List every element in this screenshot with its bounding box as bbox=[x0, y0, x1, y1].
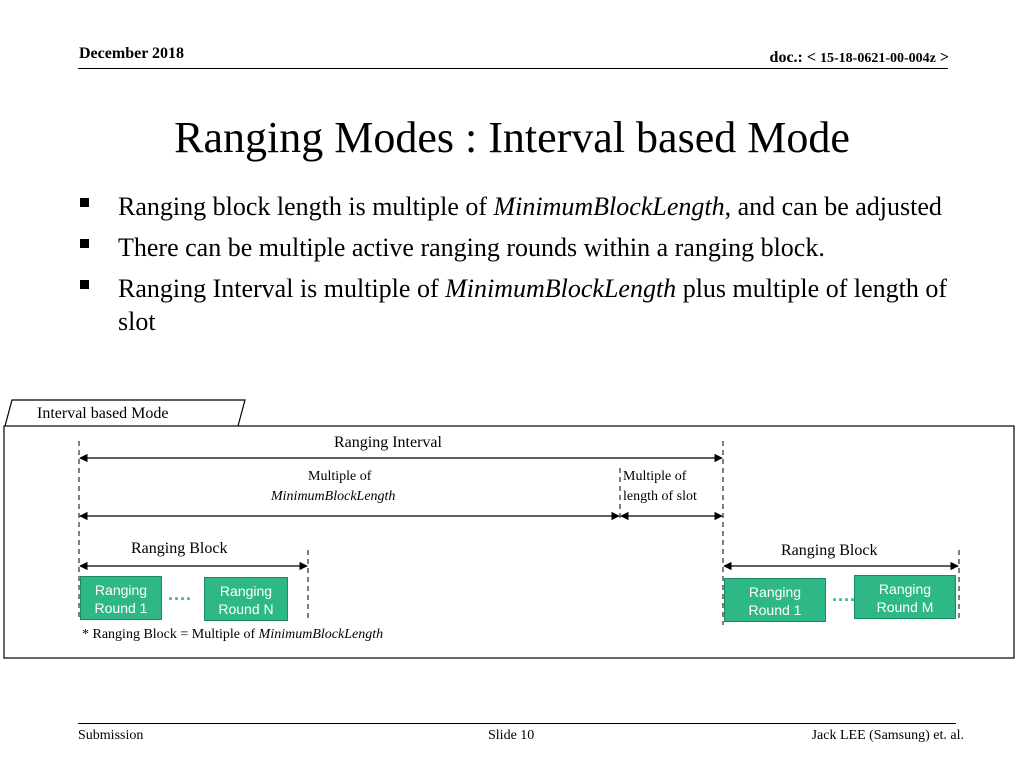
ellipsis-dots: .... bbox=[832, 585, 857, 605]
length-of-slot-label: length of slot bbox=[623, 489, 697, 504]
right-ranging-block-label: Ranging Block bbox=[781, 542, 878, 559]
header-doc-number: doc.: < 15-18-0621-00-004z > bbox=[770, 49, 949, 67]
round-label-line: Round 1 bbox=[94, 600, 148, 616]
footer-divider bbox=[78, 723, 956, 724]
bullet-item: Ranging Interval is multiple of MinimumB… bbox=[78, 272, 958, 338]
left-ranging-block-label: Ranging Block bbox=[131, 540, 228, 557]
bullet-italic-text: MinimumBlockLength bbox=[445, 274, 677, 303]
ellipsis-dots: .... bbox=[168, 584, 193, 604]
diagram-tab-outline bbox=[4, 399, 246, 427]
ranging-round-box: Ranging Round 1 bbox=[80, 576, 162, 620]
round-label-line: Ranging bbox=[219, 583, 273, 599]
diagram-footnote: * Ranging Block = Multiple of MinimumBlo… bbox=[82, 627, 383, 643]
mode-tab-label: Interval based Mode bbox=[37, 405, 169, 422]
bullet-list: Ranging block length is multiple of Mini… bbox=[78, 190, 958, 346]
round-label-line: Ranging bbox=[94, 582, 148, 598]
bullet-item: There can be multiple active ranging rou… bbox=[78, 231, 958, 264]
ranging-round-box: Ranging Round M bbox=[854, 575, 956, 619]
multiple-of-slot-label: Multiple of bbox=[623, 469, 687, 484]
min-block-length-label: MinimumBlockLength bbox=[271, 489, 396, 504]
round-label-line: Ranging bbox=[878, 581, 932, 597]
doc-suffix: > bbox=[939, 49, 949, 66]
bullet-text-end: plus multiple of length of slot bbox=[118, 274, 947, 336]
bullet-text: Ranging Interval is multiple of bbox=[118, 274, 446, 303]
round-label-line: Round M bbox=[876, 599, 934, 615]
footer-submission: Submission bbox=[78, 728, 144, 743]
round-label-line: Round 1 bbox=[748, 602, 802, 618]
square-bullet-icon bbox=[80, 280, 89, 289]
multiple-of-label: Multiple of bbox=[308, 469, 372, 484]
header-divider bbox=[78, 68, 948, 69]
footnote-italic-text: MinimumBlockLength bbox=[258, 627, 384, 642]
square-bullet-icon bbox=[80, 239, 89, 248]
ranging-interval-label: Ranging Interval bbox=[334, 434, 442, 451]
footnote-text: * Ranging Block = Multiple of bbox=[82, 627, 259, 642]
doc-prefix: doc.: < bbox=[769, 49, 816, 66]
bullet-item: Ranging block length is multiple of Mini… bbox=[78, 190, 958, 223]
ranging-round-box: Ranging Round N bbox=[204, 577, 288, 621]
round-label-line: Round N bbox=[218, 601, 274, 617]
square-bullet-icon bbox=[80, 198, 89, 207]
slide-title: Ranging Modes : Interval based Mode bbox=[174, 113, 850, 162]
bullet-italic-text: MinimumBlockLength bbox=[493, 192, 725, 221]
header-date: December 2018 bbox=[79, 45, 184, 62]
bullet-text-end: , and can be adjusted bbox=[724, 192, 942, 221]
round-label-line: Ranging bbox=[748, 584, 802, 600]
footer-slide-number: Slide 10 bbox=[488, 728, 535, 743]
bullet-text: Ranging block length is multiple of bbox=[118, 192, 494, 221]
doc-number: 15-18-0621-00-004z bbox=[820, 51, 936, 66]
footer-author: Jack LEE (Samsung) et. al. bbox=[811, 728, 964, 743]
diagram-frame bbox=[3, 425, 1015, 659]
ranging-round-box: Ranging Round 1 bbox=[724, 578, 826, 622]
bullet-text: There can be multiple active ranging rou… bbox=[118, 233, 825, 262]
